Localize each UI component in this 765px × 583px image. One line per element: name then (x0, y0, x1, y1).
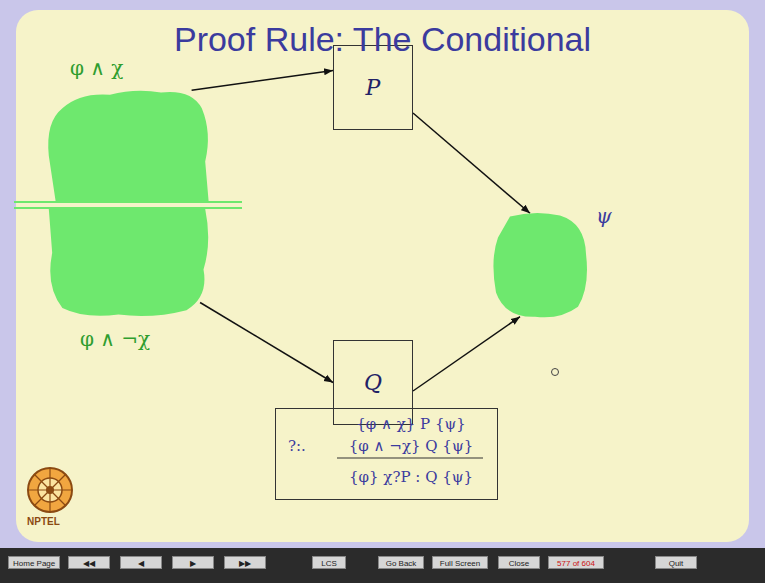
slide-title: Proof Rule: The Conditional (0, 20, 765, 59)
nav-button: ▶▶ (224, 556, 266, 569)
split-line (14, 201, 242, 203)
inference-line (337, 457, 483, 458)
region-fill (48, 91, 208, 201)
nav-counter: 577 of 604 (548, 556, 604, 569)
nav-button: Full Screen (432, 556, 488, 569)
nav-button: Go Back (378, 556, 424, 569)
postcondition-label: ψ (596, 204, 612, 228)
nav-button: Home Page (8, 556, 60, 569)
region-shape (42, 209, 212, 319)
proof-rule-box: {φ ∧ χ} P {ψ}?:. {φ ∧ ¬χ} Q {ψ} {φ} χ?P : … (275, 408, 498, 500)
postcondition-region: ψ (490, 210, 590, 320)
nav-button: Quit (655, 556, 697, 569)
flow-arrow (413, 113, 530, 213)
rule-premise: {φ ∧ ¬χ} Q {ψ} (336, 436, 486, 456)
precondition-region: φ ∧ ¬χ (42, 209, 212, 319)
condition-label: φ ∧ χ (70, 56, 123, 80)
flow-arrow (413, 317, 520, 391)
program-name: Q (364, 370, 382, 395)
nav-button: LCS (312, 556, 346, 569)
nav-button: Close (498, 556, 540, 569)
nav-bar (0, 548, 765, 583)
region-fill (493, 213, 587, 317)
rule-premise: {φ ∧ χ} P {ψ} (336, 414, 486, 434)
rule-name: ?:. (288, 436, 306, 456)
split-line (14, 207, 242, 209)
nav-button: ▶ (172, 556, 214, 569)
region-shape (490, 210, 590, 320)
program-box: P (333, 45, 413, 130)
nptel-emblem (28, 468, 72, 512)
condition-label: φ ∧ ¬χ (80, 327, 150, 351)
flow-arrow (200, 303, 333, 383)
flow-arrow (192, 71, 333, 91)
region-shape (42, 88, 212, 201)
rule-conclusion: {φ} χ?P : Q {ψ} (336, 467, 486, 487)
program-box: Q (333, 340, 413, 425)
nav-button: ◀◀ (68, 556, 110, 569)
slide-ground (16, 10, 749, 542)
logo-text: NPTEL (27, 516, 60, 527)
cursor-mark (552, 369, 559, 376)
precondition-region: φ ∧ χ (42, 88, 212, 201)
nav-button: ◀ (120, 556, 162, 569)
region-fill (49, 209, 208, 316)
program-name: P (366, 75, 381, 100)
